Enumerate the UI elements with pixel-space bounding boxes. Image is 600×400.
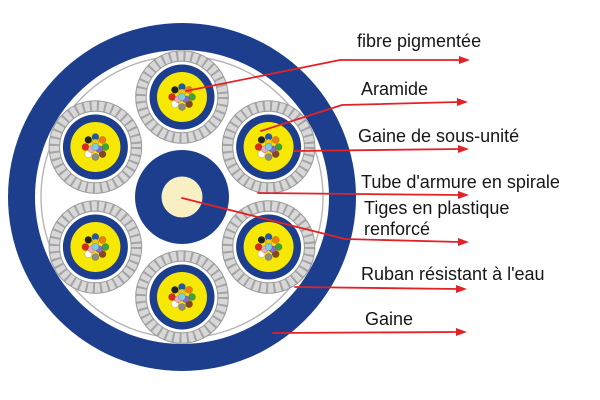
arrow-icon <box>458 191 469 199</box>
cable-body <box>8 23 356 371</box>
subunit-top <box>136 51 229 144</box>
callout-line-ruban <box>294 286 459 290</box>
subunit-bottom <box>136 251 229 344</box>
label-tube-armure: Tube d'armure en spirale <box>361 172 560 192</box>
subunit-bottom-right <box>222 201 315 294</box>
callout-line-aramide <box>260 101 460 132</box>
callout-lines <box>181 56 470 336</box>
label-tiges-plastique: Tiges en plastique renforcé <box>364 198 510 239</box>
arrow-icon <box>459 56 470 64</box>
subunit-bottom-left <box>49 201 142 294</box>
frp-rod-core <box>161 176 203 218</box>
callout-line-gaine <box>272 331 459 334</box>
callout-line-fibre-pigmentee <box>185 59 462 92</box>
label-gaine: Gaine <box>365 309 414 329</box>
arrow-icon <box>456 328 467 336</box>
arrow-icon <box>457 98 468 106</box>
arrow-icon <box>456 285 467 293</box>
label-aramide: Aramide <box>361 79 429 99</box>
subunit-top-right <box>222 101 315 194</box>
callout-line-gaine-sous-unite <box>293 148 461 152</box>
label-ruban: Ruban résistant à l'eau <box>361 264 545 284</box>
label-gaine-sous-unite: Gaine de sous-unité <box>358 126 520 146</box>
arrow-icon <box>458 238 469 246</box>
callout-line-tiges-plastique <box>181 197 461 243</box>
label-fibre-pigmentee: fibre pigmentée <box>357 31 482 51</box>
callout-line-tube-armure <box>257 192 461 196</box>
arrow-icon <box>458 145 469 153</box>
subunit-top-left <box>49 101 142 194</box>
